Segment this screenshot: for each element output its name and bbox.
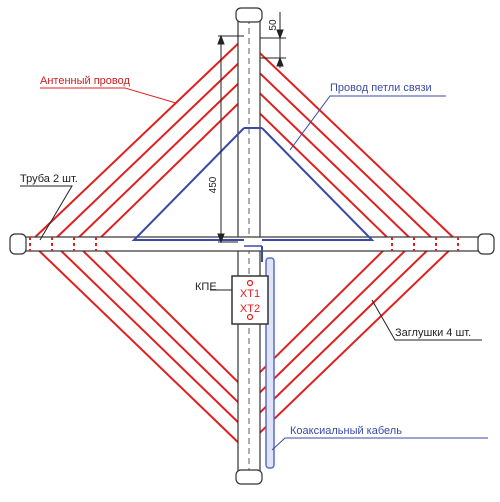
plug-left [9,233,27,255]
xt1-label: XT1 [240,288,260,300]
dimension-50 [260,12,286,68]
plugs-label: Заглушки 4 шт. [395,327,471,339]
plug-bottom [235,469,263,485]
coax-label: Коаксиальный кабель [290,425,402,437]
dimension-450 [217,34,244,244]
coupling-loop [131,127,375,262]
capacitor-box: XT1 XT2 [231,275,269,325]
xt2-label: XT2 [240,303,260,315]
dim-50-label: 50 [268,19,279,31]
plug-top [235,7,263,23]
leader-lines [20,87,488,451]
coupling-loop-label: Провод петли связи [330,82,432,94]
pipe-label: Труба 2 шт. [20,173,78,185]
dim-450-label: 450 [208,176,219,193]
antenna-wire-label: Антенный провод [40,75,130,87]
wire-crossings [29,237,459,251]
box-label: КПЕ [195,281,217,293]
plug-right [477,233,495,255]
horizontal-pipe [9,233,495,255]
